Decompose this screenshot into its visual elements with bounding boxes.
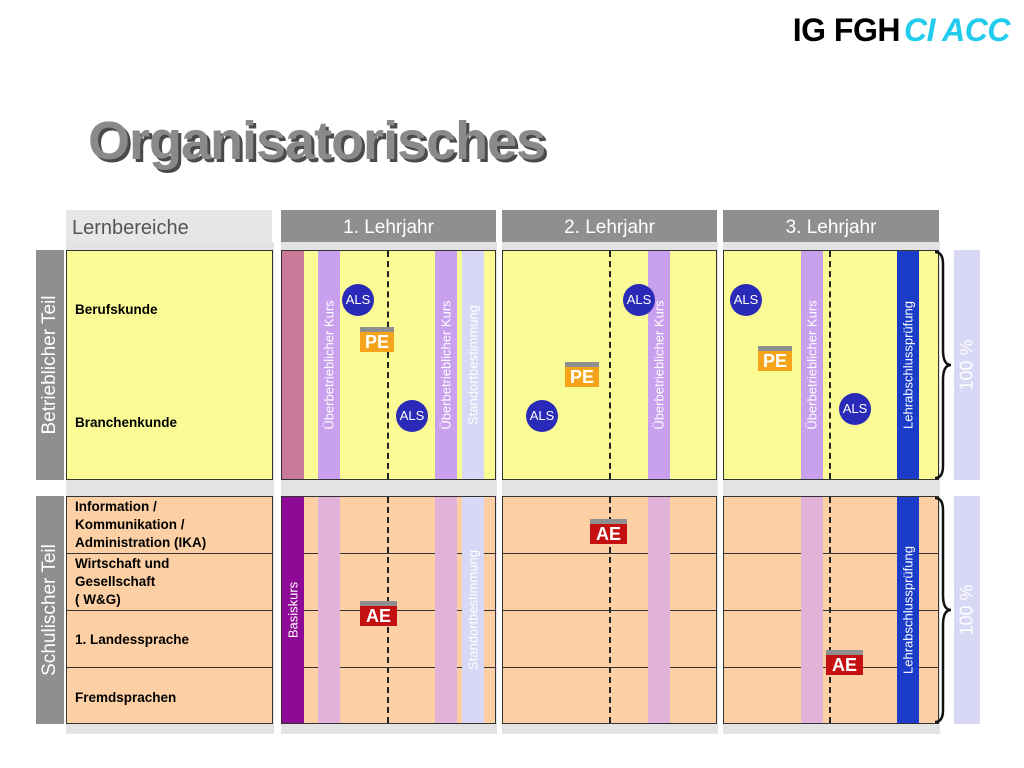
percent-schulisch: 100 % <box>954 496 980 724</box>
bar-lap-betrieblich: Lehrabschlussprüfung <box>897 251 919 479</box>
header-year3: 3. Lehrjahr <box>723 210 939 242</box>
year2-schulisch-box: AE <box>502 496 717 724</box>
marker-ae-top <box>590 519 628 524</box>
row-divider <box>67 610 272 611</box>
marker-ae-text: AE <box>826 655 864 675</box>
marker-als: ALS <box>526 400 558 432</box>
bar-uek-y2: Überbetrieblicher Kurs <box>648 251 670 479</box>
bar-standort-y1-schul: Standortbestimmung <box>462 497 484 723</box>
section-schulisch-label: Schulischer Teil <box>39 544 60 676</box>
lern-box-betrieblich: Berufskunde Branchenkunde <box>66 250 273 480</box>
bar-standort-y1-betr-label: Standortbestimmung <box>465 305 481 425</box>
row-label-wg-line2: Gesellschaft <box>75 574 156 589</box>
bar-standort-y1-schul-label: Standortbestimmung <box>465 550 481 670</box>
basis-strip <box>282 251 304 479</box>
marker-ae: AE <box>360 601 398 626</box>
marker-pe: PE <box>565 362 600 387</box>
header-year2: 2. Lehrjahr <box>502 210 717 242</box>
section-schulisch: Schulischer Teil <box>36 496 64 724</box>
marker-als: ALS <box>730 284 762 316</box>
row-label-wg-line3: ( W&G) <box>75 592 121 607</box>
bar-uek-shadow-y1a <box>318 497 340 723</box>
row-label-ika: Information / Kommunikation / Administra… <box>75 498 206 552</box>
marker-pe: PE <box>758 346 793 371</box>
brand-ig: IG FGH <box>792 12 901 48</box>
row-label-fremdsprachen: Fremdsprachen <box>75 690 177 705</box>
section-betrieblich-label: Betrieblicher Teil <box>39 295 60 435</box>
row-label-branchenkunde: Branchenkunde <box>75 415 178 430</box>
bar-standort-y1-betr: Standortbestimmung <box>462 251 484 479</box>
marker-als: ALS <box>342 284 374 316</box>
marker-pe-top <box>565 362 600 367</box>
marker-ae-top <box>360 601 398 606</box>
header-lernbereiche: Lernbereiche <box>66 210 272 242</box>
bar-lap-betrieblich-label: Lehrabschlussprüfung <box>900 301 916 429</box>
row-divider <box>67 553 272 554</box>
marker-ae: AE <box>826 650 864 675</box>
bar-uek-shadow-y1b <box>435 497 457 723</box>
page-title: Organisatorisches <box>88 111 546 171</box>
semester-divider <box>609 251 611 479</box>
row-label-berufskunde: Berufskunde <box>75 302 158 317</box>
section-betrieblich: Betrieblicher Teil <box>36 250 64 480</box>
row-label-landessprache: 1. Landessprache <box>75 632 190 647</box>
row-label-wg-line1: Wirtschaft und <box>75 556 170 571</box>
semester-divider <box>609 497 611 723</box>
percent-betrieblich-label: 100 % <box>956 339 977 391</box>
year3-schulisch-box: Lehrabschlussprüfung AE <box>723 496 939 724</box>
row-label-ika-line3: Administration (IKA) <box>75 535 207 550</box>
lern-box-schulisch: Information / Kommunikation / Administra… <box>66 496 273 724</box>
year3-betrieblich-box: Überbetrieblicher Kurs Lehrabschlussprüf… <box>723 250 939 480</box>
year2-betrieblich-box: Überbetrieblicher Kurs ALS ALS PE <box>502 250 717 480</box>
bar-lap-schulisch-label: Lehrabschlussprüfung <box>900 546 916 674</box>
marker-ae-text: AE <box>590 524 628 544</box>
marker-pe-text: PE <box>758 351 793 371</box>
bar-uek-y3-label: Überbetrieblicher Kurs <box>804 300 820 430</box>
brand-ci: CI ACC <box>903 12 1011 48</box>
bar-uek-y3: Überbetrieblicher Kurs <box>801 251 823 479</box>
semester-divider <box>829 497 831 723</box>
bar-uek-y1b: Überbetrieblicher Kurs <box>435 251 457 479</box>
marker-ae-text: AE <box>360 606 398 626</box>
semester-divider <box>829 251 831 479</box>
bar-uek-shadow-y2 <box>648 497 670 723</box>
brace-betrieblich <box>934 250 952 480</box>
marker-pe-text: PE <box>360 332 395 352</box>
marker-pe-top <box>360 327 395 332</box>
row-label-ika-line1: Information / <box>75 499 157 514</box>
bar-uek-shadow-y3 <box>801 497 823 723</box>
year1-schulisch-box: Basiskurs Standortbestimmung AE <box>281 496 496 724</box>
bar-uek-y1a: Überbetrieblicher Kurs <box>318 251 340 479</box>
marker-ae: AE <box>590 519 628 544</box>
row-divider <box>67 667 272 668</box>
bar-basiskurs: Basiskurs <box>282 497 304 723</box>
bar-uek-y1a-label: Überbetrieblicher Kurs <box>321 300 337 430</box>
percent-schulisch-label: 100 % <box>956 584 977 636</box>
marker-pe-text: PE <box>565 367 600 387</box>
marker-pe: PE <box>360 327 395 352</box>
marker-ae-top <box>826 650 864 655</box>
row-label-ika-line2: Kommunikation / <box>75 517 185 532</box>
marker-pe-top <box>758 346 793 351</box>
percent-betrieblich: 100 % <box>954 250 980 480</box>
bar-uek-y1b-label: Überbetrieblicher Kurs <box>438 300 454 430</box>
row-label-wg: Wirtschaft und Gesellschaft ( W&G) <box>75 555 169 609</box>
row-divider <box>724 553 938 554</box>
brace-schulisch <box>934 496 952 724</box>
marker-als: ALS <box>396 400 428 432</box>
semester-divider <box>387 251 389 479</box>
bar-uek-y2-label: Überbetrieblicher Kurs <box>651 300 667 430</box>
year1-betrieblich-box: Überbetrieblicher Kurs Überbetrieblicher… <box>281 250 496 480</box>
marker-als: ALS <box>623 284 655 316</box>
bar-basiskurs-label: Basiskurs <box>285 581 301 639</box>
header-year1: 1. Lehrjahr <box>281 210 496 242</box>
row-divider <box>724 610 938 611</box>
marker-als: ALS <box>839 393 871 425</box>
bar-lap-schulisch: Lehrabschlussprüfung <box>897 497 919 723</box>
